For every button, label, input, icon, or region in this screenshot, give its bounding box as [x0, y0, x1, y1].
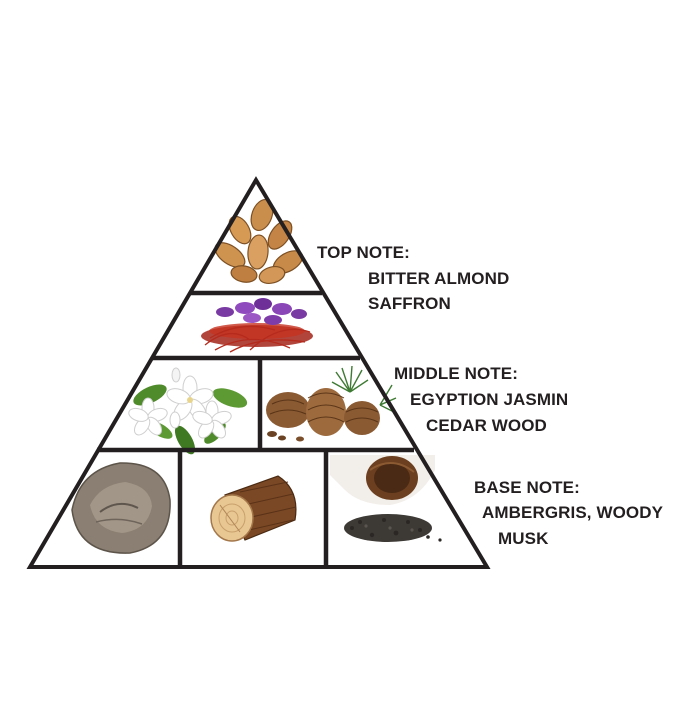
almonds-image	[214, 198, 304, 285]
wood-log-image	[210, 475, 297, 542]
middle-note-item: CEDAR WOOD	[426, 416, 547, 435]
base-note-item: MUSK	[498, 529, 549, 548]
middle-note-item: EGYPTION JASMIN	[410, 390, 569, 409]
pyramid-dividers	[97, 290, 414, 567]
musk-image	[330, 455, 442, 542]
base-note-heading: BASE NOTE:	[474, 478, 580, 497]
pyramid-frame	[26, 176, 491, 569]
base-note-item: AMBERGRIS, WOODY	[482, 503, 664, 522]
pine-cones-image	[266, 365, 397, 442]
top-note-heading: TOP NOTE:	[317, 243, 410, 262]
saffron-image	[201, 298, 313, 353]
top-note-item: SAFFRON	[368, 294, 451, 313]
jasmine-image	[128, 367, 248, 455]
top-note-item: BITTER ALMOND	[368, 269, 510, 288]
middle-note-heading: MIDDLE NOTE:	[394, 364, 518, 383]
rock-image	[71, 462, 171, 554]
